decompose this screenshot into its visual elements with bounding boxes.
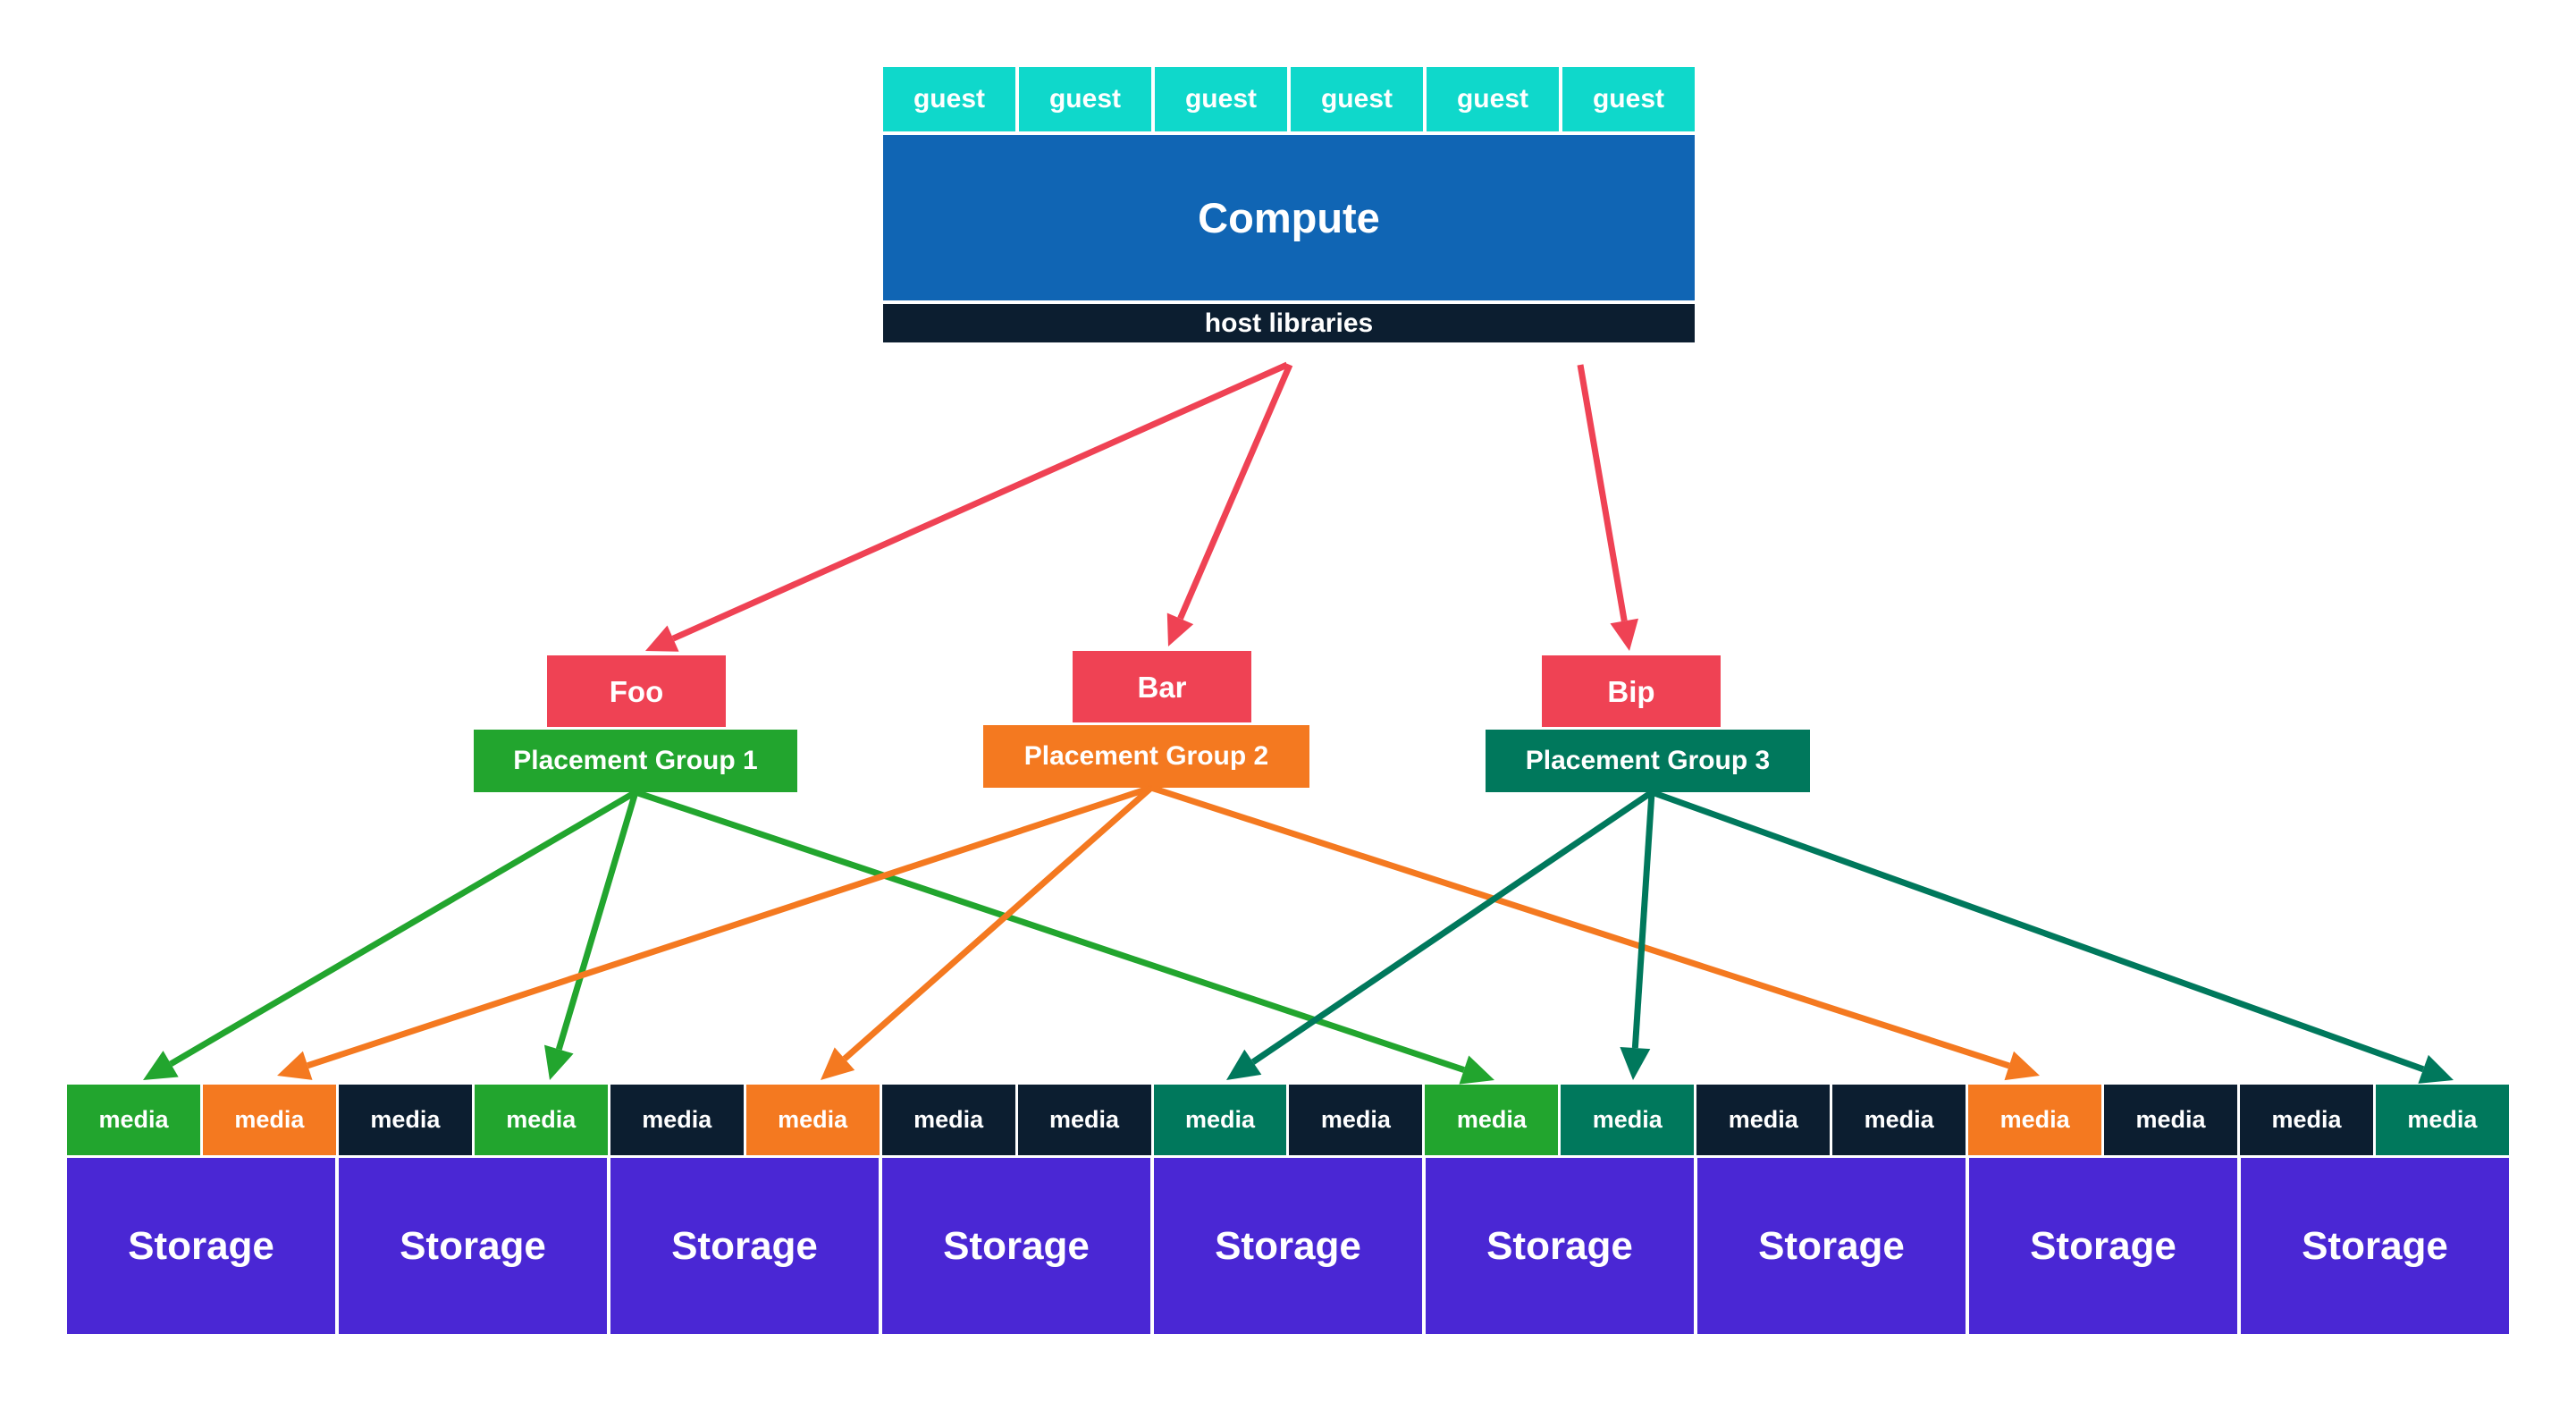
media-cell[interactable]: media — [202, 1085, 339, 1155]
media-cell[interactable]: media — [67, 1085, 203, 1155]
storage-node[interactable]: Storage — [1969, 1158, 2241, 1334]
application-node[interactable]: Bar — [1073, 651, 1251, 722]
media-cell[interactable]: media — [1289, 1085, 1426, 1155]
edge-placement-group-to-media — [1149, 784, 2040, 1081]
edge-placement-group-to-media — [1620, 791, 1655, 1080]
edge-host-to-application — [1577, 364, 1639, 651]
compute-block[interactable]: Compute — [883, 135, 1695, 300]
application-node[interactable]: Bip — [1542, 655, 1721, 727]
guest-cell[interactable]: guest — [1019, 67, 1151, 131]
edge-placement-group-to-media — [634, 789, 1494, 1085]
media-cell[interactable]: media — [1561, 1085, 1697, 1155]
storage-node[interactable]: Storage — [1426, 1158, 1697, 1334]
placement-group-node[interactable]: Placement Group 3 — [1486, 730, 1810, 792]
media-cell[interactable]: media — [338, 1085, 475, 1155]
edge-placement-group-to-media — [821, 785, 1154, 1080]
guest-cell[interactable]: guest — [1291, 67, 1423, 131]
guest-row: guest guest guest guest guest guest — [883, 67, 1695, 131]
application-node[interactable]: Foo — [547, 655, 726, 727]
media-cell[interactable]: media — [2375, 1085, 2509, 1155]
placement-group-node[interactable]: Placement Group 2 — [983, 725, 1309, 788]
media-cell[interactable]: media — [881, 1085, 1018, 1155]
edge-placement-group-to-media — [1226, 790, 1654, 1080]
edge-host-to-application — [645, 361, 1289, 652]
media-cell[interactable]: media — [2104, 1085, 2240, 1155]
storage-node[interactable]: Storage — [882, 1158, 1154, 1334]
guest-cell[interactable]: guest — [883, 67, 1015, 131]
guest-cell[interactable]: guest — [1155, 67, 1287, 131]
storage-node[interactable]: Storage — [2241, 1158, 2509, 1334]
edge-placement-group-to-media — [277, 784, 1153, 1080]
media-cell[interactable]: media — [1832, 1085, 1969, 1155]
placement-group-node[interactable]: Placement Group 1 — [474, 730, 797, 792]
media-cell[interactable]: media — [1153, 1085, 1290, 1155]
guest-cell[interactable]: guest — [1562, 67, 1695, 131]
media-cell[interactable]: media — [474, 1085, 610, 1155]
storage-node[interactable]: Storage — [67, 1158, 339, 1334]
edge-host-to-application — [1166, 363, 1293, 646]
storage-node[interactable]: Storage — [1697, 1158, 1969, 1334]
storage-node[interactable]: Storage — [1154, 1158, 1426, 1334]
media-cell[interactable]: media — [1696, 1085, 1833, 1155]
media-cell[interactable]: media — [745, 1085, 882, 1155]
host-libraries-bar[interactable]: host libraries — [883, 304, 1695, 342]
storage-node[interactable]: Storage — [339, 1158, 610, 1334]
guest-cell[interactable]: guest — [1427, 67, 1559, 131]
edge-placement-group-to-media — [1650, 789, 2454, 1084]
edge-placement-group-to-media — [543, 791, 639, 1080]
host-stack: guest guest guest guest guest guest Comp… — [883, 67, 1695, 365]
media-cell[interactable]: media — [1425, 1085, 1562, 1155]
edge-placement-group-to-media — [143, 789, 637, 1080]
storage-node[interactable]: Storage — [610, 1158, 882, 1334]
media-cell[interactable]: media — [1017, 1085, 1154, 1155]
media-cell[interactable]: media — [1968, 1085, 2105, 1155]
media-cell[interactable]: media — [610, 1085, 746, 1155]
media-cell[interactable]: media — [2240, 1085, 2376, 1155]
